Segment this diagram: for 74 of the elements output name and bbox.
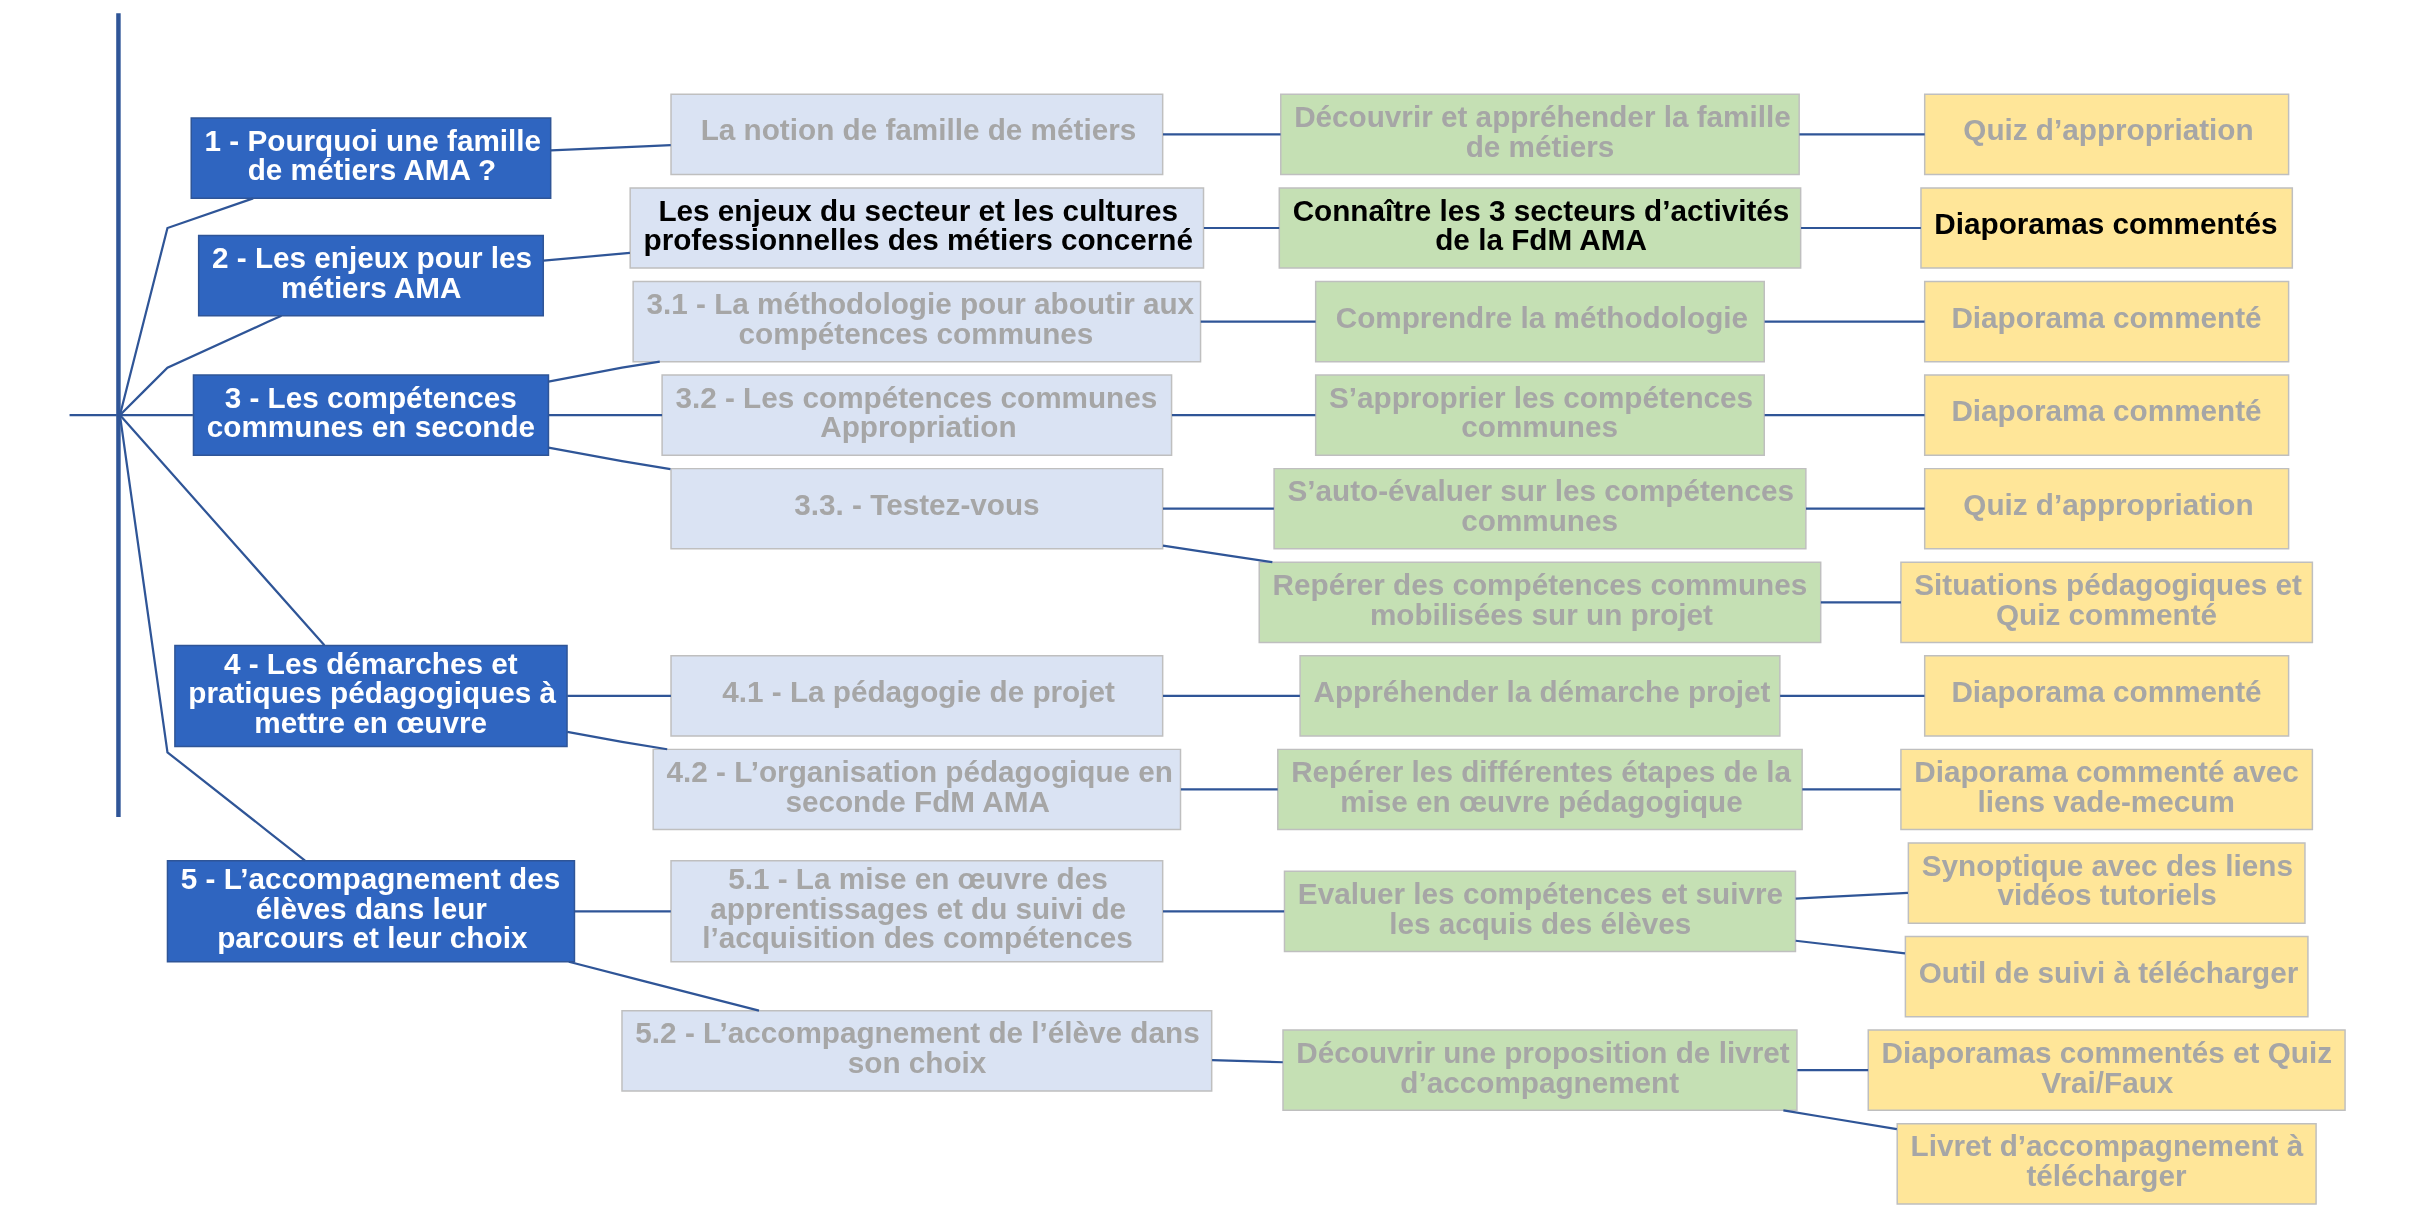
node-box: 4.2 - L’organisation pédagogique en seconde FdM AMA	[651, 748, 1181, 831]
connector	[1171, 414, 1315, 417]
node-box: Comprendre la méthodologie	[1314, 280, 1765, 363]
connector	[566, 730, 667, 751]
connector	[548, 414, 662, 417]
connector	[1764, 414, 1925, 417]
connector	[1162, 694, 1300, 697]
connector	[550, 144, 671, 152]
node-box: 3.2 - Les compétences communes Appropriation	[660, 374, 1172, 456]
node-box: 5.1 - La mise en œuvre des apprentissages et du suivi de l’acquisition des compétences	[669, 860, 1163, 963]
connector	[118, 197, 253, 416]
node-box: Livret d’accompagnement à télécharger	[1895, 1122, 2317, 1205]
connector	[1805, 507, 1925, 510]
node-box: Outil de suivi à télécharger	[1904, 935, 2309, 1018]
node-box: 3.1 - La méthodologie pour aboutir aux compétences communes	[631, 280, 1201, 363]
connector	[119, 414, 193, 417]
node-box: Diaporamas commentés	[1919, 187, 2293, 269]
node-box: Connaître les 3 secteurs d’activités de la FdM AMA	[1278, 187, 1801, 269]
node-box: Synoptique avec des liens vidéos tutoriels	[1907, 842, 2306, 924]
node-box: Diaporama commenté	[1923, 374, 2289, 456]
connector	[568, 960, 759, 1012]
connector	[118, 314, 282, 416]
node-box: Situations pédagogiques et Quiz commenté	[1899, 561, 2313, 644]
connector	[1800, 226, 1921, 230]
connector	[118, 414, 325, 646]
node-box: Diaporamas commentés et Quiz Vrai/Faux	[1867, 1029, 2346, 1112]
connector	[1764, 320, 1925, 323]
node-box: S’approprier les compétences communes	[1314, 374, 1765, 456]
connector	[1180, 788, 1278, 791]
connector	[69, 414, 117, 417]
connector	[1203, 226, 1279, 230]
node-box: 2 - Les enjeux pour les métiers AMA	[197, 234, 544, 317]
connector	[1795, 891, 1908, 900]
node-box: Diaporama commenté	[1923, 280, 2289, 363]
node-box: Quiz d’appropriation	[1923, 93, 2289, 176]
connector	[1782, 1109, 1897, 1131]
node-box: Quiz d’appropriation	[1923, 467, 2289, 550]
connector	[542, 251, 630, 262]
connector	[1162, 910, 1284, 913]
connector	[1820, 601, 1901, 604]
node-box: 3 - Les compétences communes en seconde	[192, 374, 549, 456]
connector	[1779, 694, 1924, 697]
connector	[1162, 133, 1281, 136]
connector	[1200, 320, 1316, 323]
node-box: Appréhender la démarche projet	[1298, 655, 1781, 737]
connector	[547, 360, 660, 383]
connector	[1795, 939, 1905, 955]
node-box: 3.3. - Testez-vous	[669, 467, 1163, 550]
node-box: Diaporama commenté	[1923, 655, 2289, 737]
connector	[118, 415, 306, 862]
node-box: Découvrir et appréhender la famille de métiers	[1279, 93, 1800, 176]
connector	[1798, 133, 1925, 136]
connector	[566, 694, 671, 697]
node-box: Les enjeux du secteur et les cultures professionnelles des métiers concerné	[628, 187, 1204, 269]
node-box: 4 - Les démarches et pratiques pédagogiques à mettre en œuvre	[173, 644, 568, 748]
node-box: Diaporama commenté avec liens vade-mecum	[1899, 748, 2313, 831]
connector	[574, 910, 671, 913]
node-box: Repérer les différentes étapes de la mise en œuvre pédagogique	[1276, 748, 1803, 831]
node-box: 1 - Pourquoi une famille de métiers AMA ?	[190, 117, 551, 200]
node-box: 5.2 - L’accompagnement de l’élève dans son choix	[620, 1010, 1212, 1092]
connector	[547, 446, 671, 471]
connector	[1162, 507, 1274, 510]
connector	[1211, 1058, 1283, 1064]
node-box: Repérer des compétences communes mobilisées sur un projet	[1258, 561, 1821, 644]
node-box: La notion de famille de métiers	[669, 93, 1163, 176]
node-box: Découvrir une proposition de livret d’accompagnement	[1281, 1029, 1798, 1112]
node-box: 4.1 - La pédagogie de projet	[669, 655, 1163, 737]
node-box: 5 - L’accompagnement des élèves dans leur parcours et leur choix	[166, 860, 575, 963]
node-box: S’auto-évaluer sur les compétences communes	[1272, 467, 1807, 550]
node-bar	[115, 13, 121, 817]
connector	[1162, 544, 1272, 564]
connector	[1801, 788, 1901, 791]
node-box: Evaluer les compétences et suivre les acquis des élèves	[1283, 870, 1796, 953]
connector	[1796, 1069, 1868, 1072]
